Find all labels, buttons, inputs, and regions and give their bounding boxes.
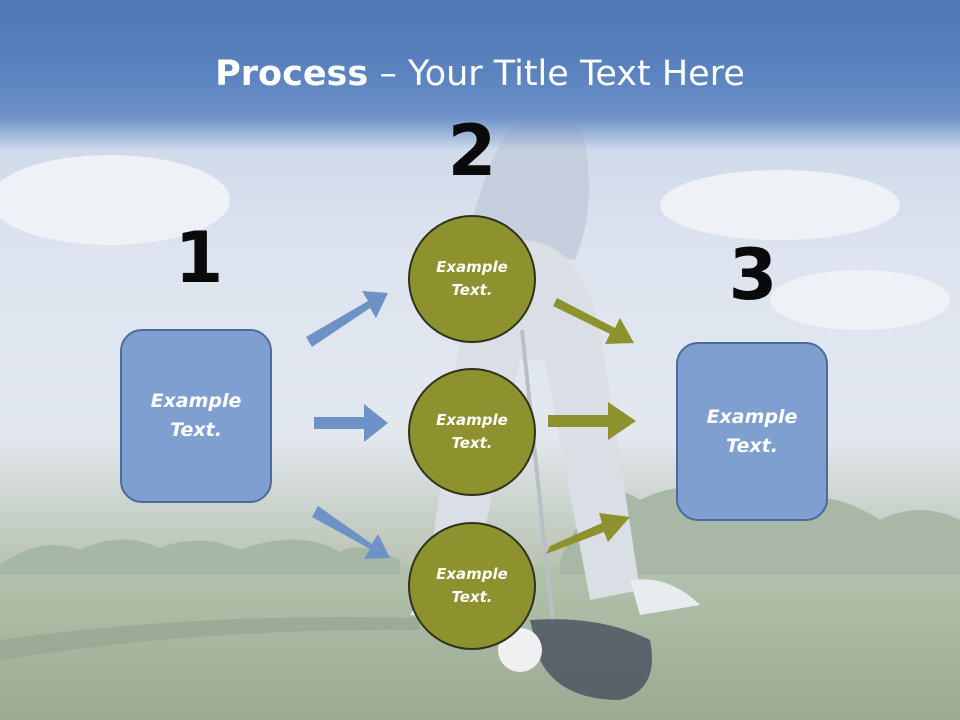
step-2-circle-top: Example Text. [408, 215, 536, 343]
step-2-circle-middle: Example Text. [408, 368, 536, 496]
step-2-circle-bottom: Example Text. [408, 522, 536, 650]
arrow-right-olive [548, 402, 636, 440]
circle-top-label: Example Text. [436, 258, 508, 299]
step-number-2: 2 [447, 110, 497, 192]
arrow-right-blue [314, 404, 388, 442]
title-bold-part: Process [215, 54, 369, 94]
step-1-box: Example Text. [120, 329, 272, 503]
blue-arrows [306, 291, 390, 559]
step-number-1: 1 [174, 217, 224, 299]
arrow-up-right-blue [306, 291, 388, 347]
arrow-up-right-olive [546, 513, 630, 554]
arrow-down-right-olive [553, 298, 634, 344]
title-rest-part: – Your Title Text Here [368, 54, 745, 94]
step-number-3: 3 [728, 234, 778, 316]
olive-arrows [546, 298, 636, 554]
circle-middle-label: Example Text. [436, 411, 508, 452]
step-3-box-label: Example Text. [706, 405, 798, 457]
slide-title: Process – Your Title Text Here [0, 52, 960, 96]
circle-bottom-label: Example Text. [436, 565, 508, 606]
step-3-box: Example Text. [676, 342, 828, 521]
arrow-down-right-blue [312, 506, 390, 559]
title-band [0, 0, 960, 150]
step-1-box-label: Example Text. [150, 390, 242, 441]
